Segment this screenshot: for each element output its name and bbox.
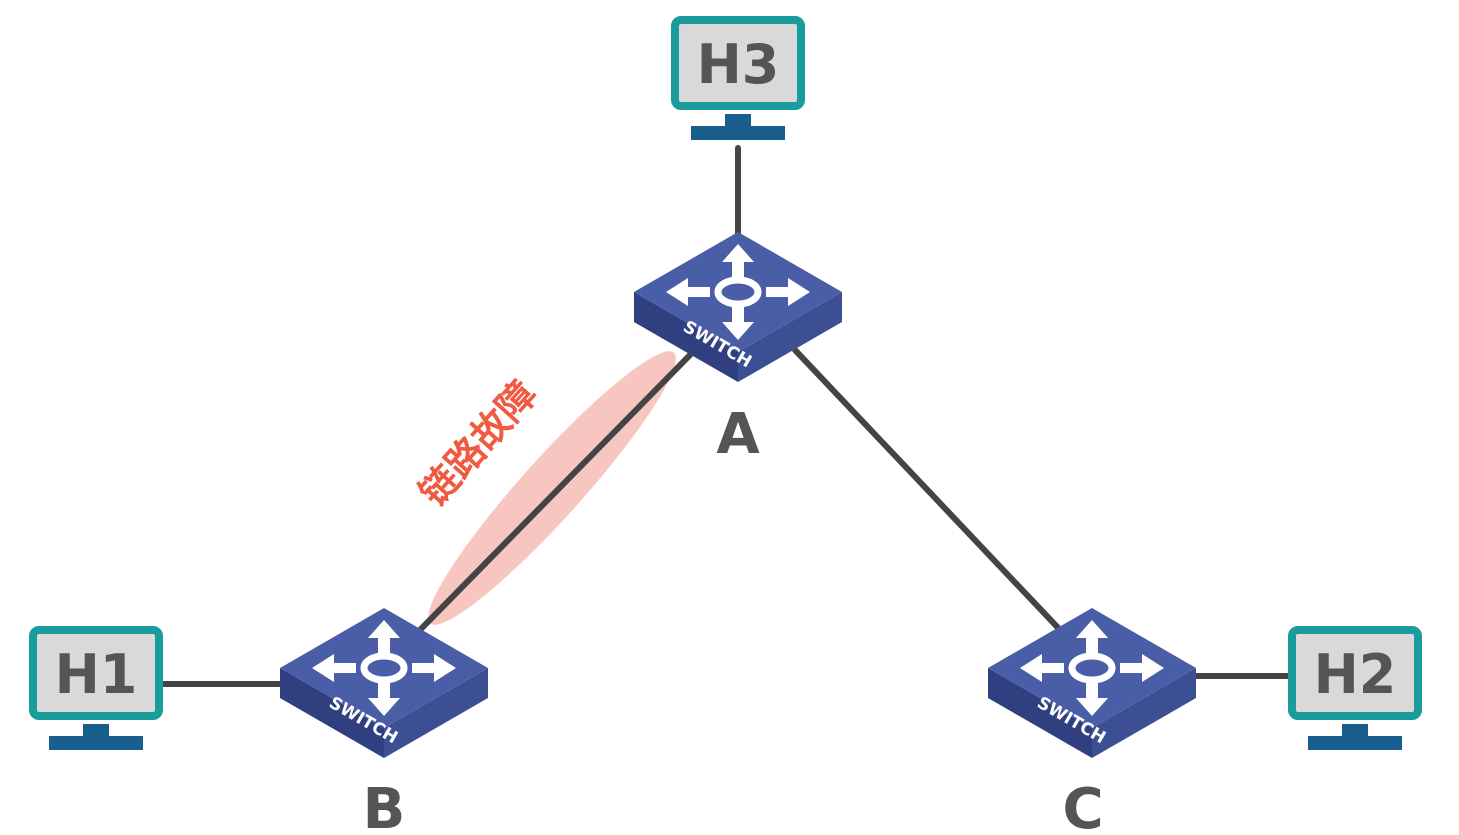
node-label-b: B (363, 777, 406, 835)
node-label-a: A (716, 402, 760, 467)
host-h1-label: H1 (55, 643, 138, 706)
switch-b: SWITCH (280, 608, 488, 758)
switch-c: SWITCH (988, 608, 1196, 758)
link-a-b (415, 352, 693, 635)
host-h3: H3 (675, 20, 801, 140)
host-h2: H2 (1292, 630, 1418, 750)
node-label-c: C (1062, 777, 1103, 835)
host-h2-label: H2 (1314, 643, 1397, 706)
host-h1: H1 (33, 630, 159, 750)
link-a-c (792, 347, 1065, 635)
host-h3-label: H3 (697, 33, 780, 96)
